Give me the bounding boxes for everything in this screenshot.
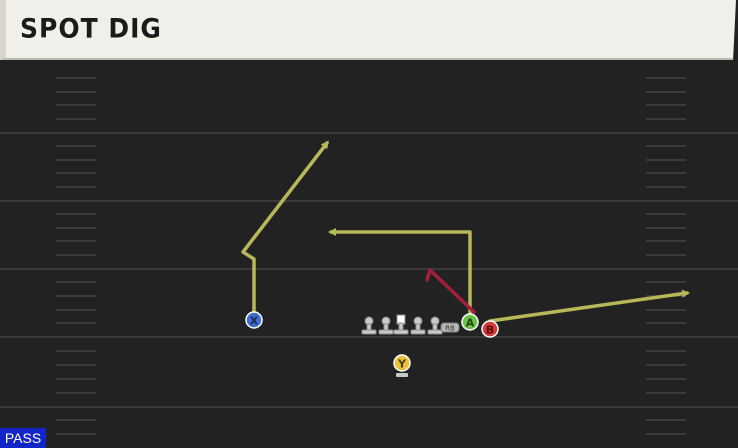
route-a-dig: [328, 228, 472, 318]
rb-marker: RB: [440, 322, 460, 333]
lineman-icon: [361, 316, 377, 335]
lineman-icon: [410, 316, 426, 335]
player-b-label: B: [486, 324, 494, 337]
route-x-post: [241, 140, 329, 314]
hash-marks-right: [646, 77, 686, 435]
yard-lines: [0, 132, 738, 408]
offensive-line: [361, 314, 443, 335]
play-title: SPOT DIG: [20, 13, 162, 44]
routes: [241, 140, 690, 323]
route-rb-block: [425, 268, 476, 314]
player-a-label: A: [466, 317, 475, 330]
hash-marks-left: [56, 77, 96, 435]
lineman-icon: [378, 316, 394, 335]
play-diagram: RB X A B Y: [0, 77, 738, 435]
lineman-icon: [427, 316, 443, 335]
player-a: A: [461, 313, 479, 331]
player-x-label: X: [250, 315, 259, 328]
play-type-badge: PASS: [0, 428, 46, 448]
player-x: X: [245, 311, 263, 329]
route-b-out: [488, 289, 690, 323]
rb-label: RB: [445, 325, 455, 333]
player-y-label: Y: [397, 358, 407, 371]
center-icon: [393, 314, 409, 335]
player-b: B: [481, 320, 499, 338]
player-y: Y: [393, 354, 411, 377]
title-bar: SPOT DIG: [0, 0, 736, 60]
